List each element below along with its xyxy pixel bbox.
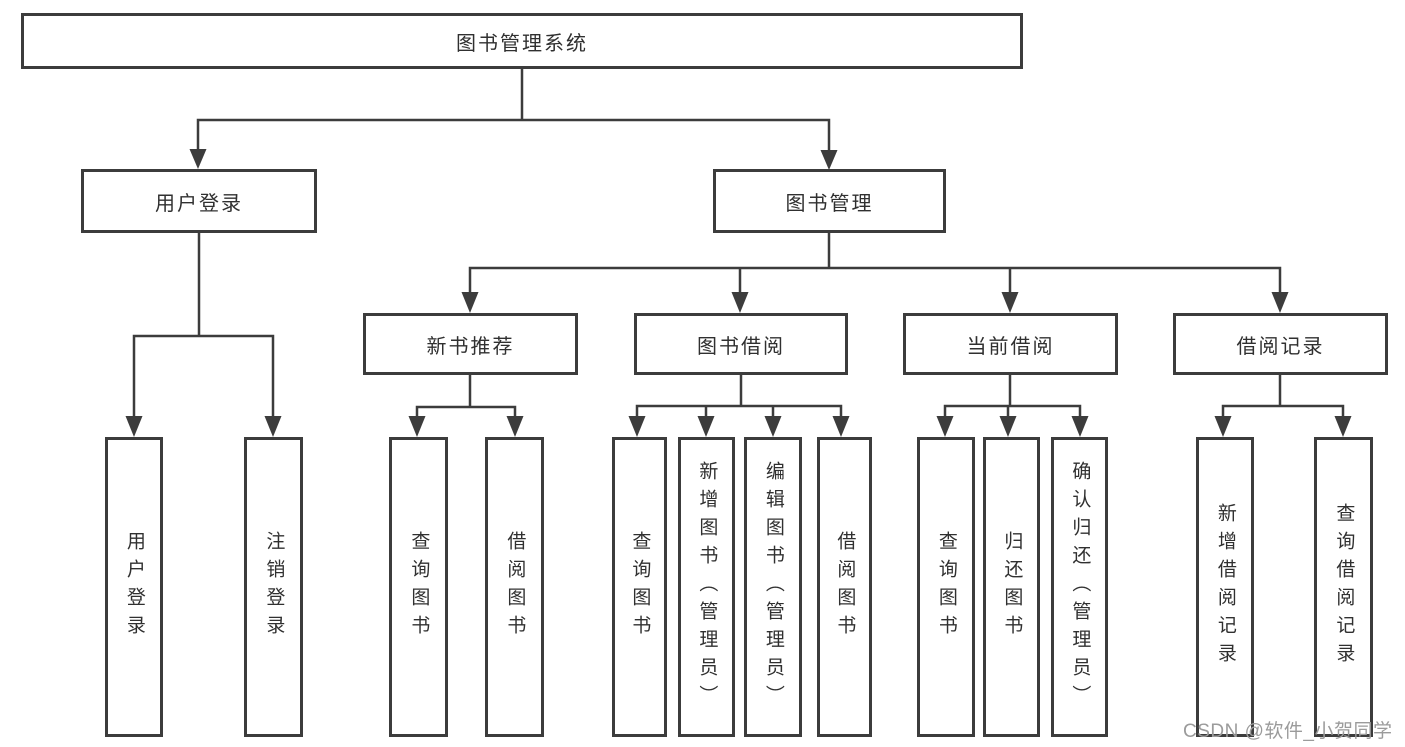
node-book-management: 图书管理 xyxy=(713,169,946,233)
split-bar-level2 xyxy=(196,118,831,152)
split-bar-new-book xyxy=(415,405,517,418)
leaf-label: 注销登录 xyxy=(263,531,285,643)
arrowhead-icon xyxy=(125,416,143,437)
arrowhead-icon xyxy=(1334,416,1352,437)
leaf-label: 归还图书 xyxy=(1001,531,1023,643)
leaf-add-book-admin: 新增图书（管理员） xyxy=(678,437,735,737)
leaf-label: 编辑图书（管理员） xyxy=(762,461,784,713)
leaf-label: 查询图书 xyxy=(935,531,957,643)
leaf-label: 查询图书 xyxy=(408,531,430,643)
arrowhead-icon xyxy=(628,416,646,437)
leaf-confirm-return-admin: 确认归还（管理员） xyxy=(1051,437,1108,737)
leaf-label: 查询图书 xyxy=(629,531,651,643)
leaf-add-borrow-record: 新增借阅记录 xyxy=(1196,437,1254,737)
arrowhead-icon xyxy=(1001,292,1019,313)
leaf-label: 新增借阅记录 xyxy=(1214,503,1236,671)
node-current-borrow: 当前借阅 xyxy=(903,313,1118,375)
arrowhead-icon xyxy=(936,416,954,437)
arrowhead-icon xyxy=(1214,416,1232,437)
arrowhead-icon xyxy=(999,416,1017,437)
arrowhead-icon xyxy=(832,416,850,437)
leaf-label: 查询借阅记录 xyxy=(1333,503,1355,671)
leaf-query-book-recommend: 查询图书 xyxy=(389,437,448,737)
leaf-return-book: 归还图书 xyxy=(983,437,1040,737)
leaf-query-book-borrow: 查询图书 xyxy=(612,437,667,737)
node-borrow-records: 借阅记录 xyxy=(1173,313,1388,375)
split-bar-borrow-records xyxy=(1221,404,1345,418)
leaf-label: 借阅图书 xyxy=(834,531,856,643)
node-new-book-recommend: 新书推荐 xyxy=(363,313,578,375)
leaf-borrow-book-recommend: 借阅图书 xyxy=(485,437,544,737)
leaf-user-login: 用户登录 xyxy=(105,437,163,737)
csdn-watermark: CSDN @软件_小贺同学 xyxy=(1183,721,1393,742)
leaf-label: 新增图书（管理员） xyxy=(696,461,718,713)
leaf-borrow-book: 借阅图书 xyxy=(817,437,872,737)
split-bar-book-borrow xyxy=(635,404,843,418)
split-bar-current-borrow xyxy=(943,404,1082,418)
arrowhead-icon xyxy=(1071,416,1089,437)
leaf-label: 借阅图书 xyxy=(504,531,526,643)
leaf-label: 确认归还（管理员） xyxy=(1069,461,1091,713)
arrowhead-icon xyxy=(697,416,715,437)
split-bar-user-login xyxy=(132,334,275,418)
arrowhead-icon xyxy=(1271,292,1289,313)
leaf-logout-login: 注销登录 xyxy=(244,437,303,737)
arrowhead-icon xyxy=(189,149,207,169)
leaf-edit-book-admin: 编辑图书（管理员） xyxy=(744,437,802,737)
arrowhead-icon xyxy=(506,416,524,437)
leaf-query-borrow-record: 查询借阅记录 xyxy=(1314,437,1373,737)
arrowhead-icon xyxy=(461,292,479,313)
split-bar-level3 xyxy=(468,266,1282,294)
arrowhead-icon xyxy=(264,416,282,437)
root-node-system: 图书管理系统 xyxy=(21,13,1023,69)
arrowhead-icon xyxy=(764,416,782,437)
arrowhead-icon xyxy=(820,150,838,170)
node-book-borrow: 图书借阅 xyxy=(634,313,848,375)
leaf-label: 用户登录 xyxy=(123,531,145,643)
leaf-query-book-current: 查询图书 xyxy=(917,437,975,737)
arrowhead-icon xyxy=(731,292,749,313)
node-user-login: 用户登录 xyxy=(81,169,317,233)
arrowhead-icon xyxy=(408,416,426,437)
